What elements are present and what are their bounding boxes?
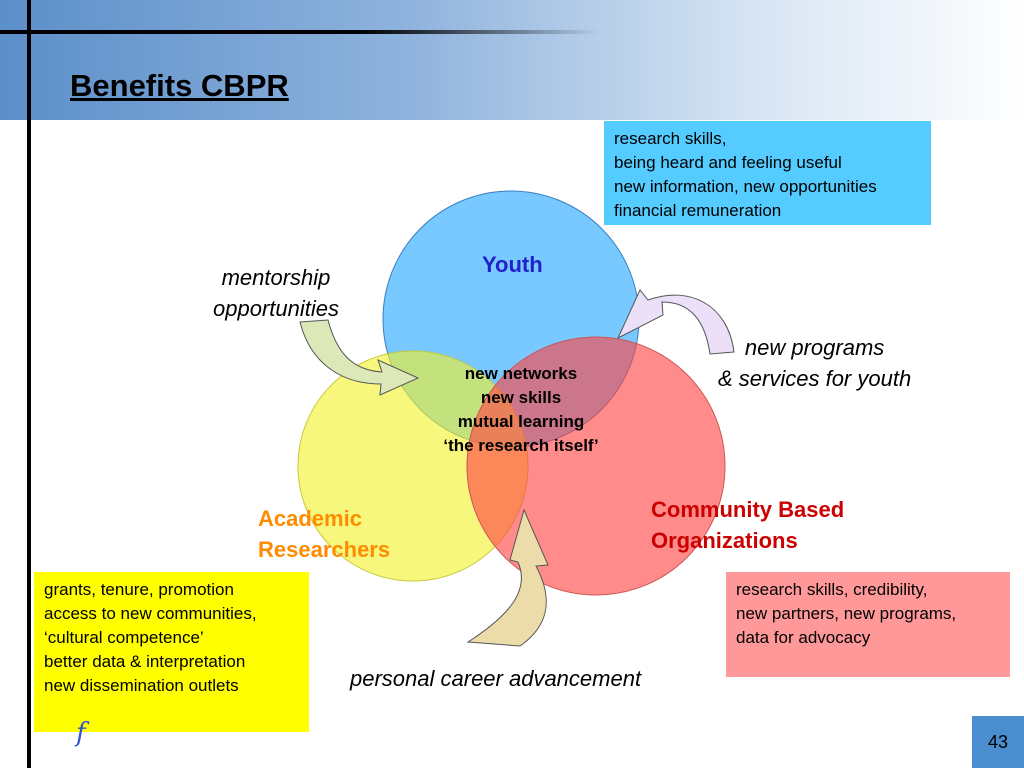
academic-benefit-line: access to new communities, xyxy=(44,604,257,623)
new-programs-arrow xyxy=(616,289,735,355)
academic-benefit-line: grants, tenure, promotion xyxy=(44,580,234,599)
academic-benefits-box: grants, tenure, promotion access to new … xyxy=(34,572,309,732)
community-circle-label: Community Based Organizations xyxy=(651,494,844,556)
center-overlap-text: new networks new skills mutual learning … xyxy=(421,362,621,458)
mentorship-label: mentorship opportunities xyxy=(213,262,339,324)
community-benefits-box: research skills, credibility, new partne… xyxy=(726,572,1010,677)
slide-number: 43 xyxy=(972,716,1024,768)
career-advancement-label: personal career advancement xyxy=(350,666,642,691)
new-programs-label-line: & services for youth xyxy=(718,366,912,391)
mentorship-label-line: mentorship xyxy=(221,265,331,290)
new-programs-label-line: new programs xyxy=(744,335,885,360)
academic-label-line: Academic xyxy=(258,506,362,531)
header-band xyxy=(0,0,1024,120)
academic-benefit-line: ‘cultural competence’ xyxy=(44,628,204,647)
mentorship-arrow xyxy=(299,319,420,396)
youth-circle-label: Youth xyxy=(482,252,543,277)
community-label-line: Community Based xyxy=(651,497,845,522)
center-text-line: mutual learning xyxy=(457,412,585,431)
logo-mark: f xyxy=(76,718,86,748)
academic-benefit-line: better data & interpretation xyxy=(44,652,246,671)
vertical-accent-line xyxy=(27,0,31,768)
academic-label-line: Researchers xyxy=(258,537,391,562)
youth-benefits-box: research skills, being heard and feeling… xyxy=(604,121,931,225)
youth-benefit-line: new information, new opportunities xyxy=(614,177,877,196)
academic-benefit-line: new dissemination outlets xyxy=(44,676,239,695)
academic-circle-label: Academic Researchers xyxy=(258,503,390,565)
youth-benefit-line: financial remuneration xyxy=(614,201,782,220)
community-benefit-line: data for advocacy xyxy=(736,628,871,647)
community-label-line: Organizations xyxy=(651,528,798,553)
new-programs-label: new programs & services for youth xyxy=(718,332,911,394)
center-text-line: new networks xyxy=(464,364,578,383)
mentorship-label-line: opportunities xyxy=(213,296,339,321)
center-text-line: ‘the research itself’ xyxy=(443,436,599,455)
youth-benefit-line: being heard and feeling useful xyxy=(614,153,842,172)
center-text-line: new skills xyxy=(480,388,562,407)
youth-benefit-line: research skills, xyxy=(614,129,727,148)
community-benefit-line: new partners, new programs, xyxy=(736,604,957,623)
career-arrow xyxy=(466,508,549,647)
slide-title: Benefits CBPR xyxy=(70,68,289,103)
community-benefit-line: research skills, credibility, xyxy=(736,580,928,599)
horizontal-accent-line xyxy=(0,30,600,34)
